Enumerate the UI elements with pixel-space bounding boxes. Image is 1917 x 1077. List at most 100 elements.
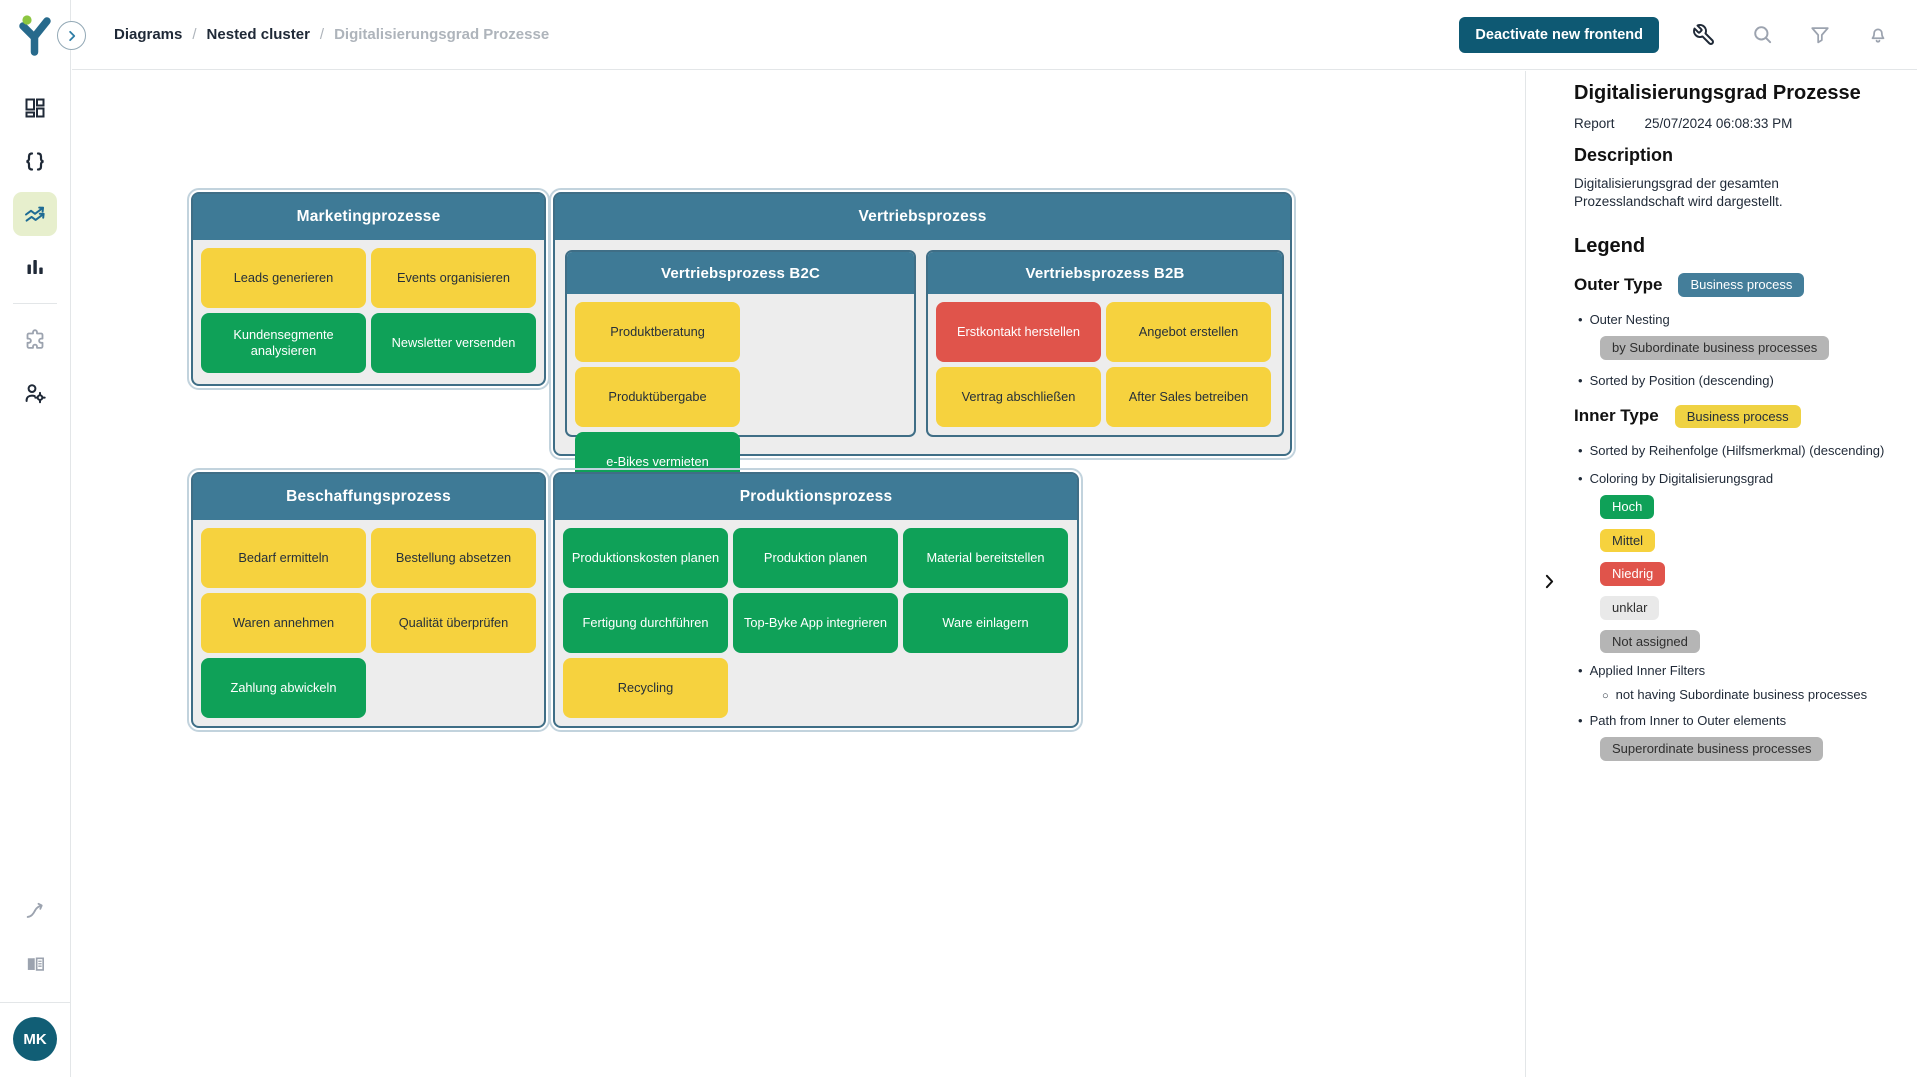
puzzle-icon: [26, 329, 44, 349]
coloring-bullet: Coloring by Digitalisierungsgrad: [1578, 471, 1899, 486]
breadcrumb-current: Digitalisierungsgrad Prozesse: [334, 26, 550, 43]
process-cell[interactable]: Vertrag abschließen: [936, 367, 1101, 427]
filter-button[interactable]: [1807, 22, 1833, 48]
cluster-beschaffungsprozess: Beschaffungsprozess Bedarf ermitteln Bes…: [187, 468, 550, 732]
process-cell[interactable]: Produktionskosten planen: [563, 528, 728, 588]
breadcrumb-nested-cluster[interactable]: Nested cluster: [206, 26, 310, 43]
app-logo-icon[interactable]: [12, 12, 58, 60]
filter-icon: [1811, 26, 1829, 43]
legend-pill-unklar: unklar: [1600, 596, 1660, 620]
search-icon: [1753, 26, 1771, 44]
cluster-produktionsprozess: Produktionsprozess Produktionskosten pla…: [549, 468, 1083, 732]
inner-type-label: Inner Type: [1574, 406, 1659, 426]
panel-collapse-button[interactable]: [1539, 86, 1560, 1077]
process-cell[interactable]: Leads generieren: [201, 248, 366, 308]
bar-chart-icon: [27, 260, 43, 274]
sidebar-item-plugins[interactable]: [13, 318, 57, 362]
process-cell[interactable]: Fertigung durchführen: [563, 593, 728, 653]
process-cell[interactable]: Produktion planen: [733, 528, 898, 588]
sidebar-collapse-button[interactable]: [57, 21, 86, 50]
cluster-title[interactable]: Vertriebsprozess B2B: [928, 252, 1282, 294]
breadcrumb-separator: /: [192, 26, 197, 43]
trend-lines-icon: [25, 206, 45, 222]
wrench-icon: [1693, 23, 1714, 45]
filters-bullet: Applied Inner Filters: [1578, 663, 1899, 678]
sidebar-divider: [0, 1002, 71, 1003]
deactivate-frontend-button[interactable]: Deactivate new frontend: [1459, 16, 1659, 53]
process-cell[interactable]: Produktberatung: [575, 302, 740, 362]
filters-sub-bullet: not having Subordinate business processe…: [1602, 687, 1899, 702]
cluster-marketingprozesse: Marketingprozesse Leads generieren Event…: [187, 188, 550, 390]
sidebar-item-docs[interactable]: [13, 942, 57, 986]
process-cell[interactable]: Waren annehmen: [201, 593, 366, 653]
top-bar: Diagrams / Nested cluster / Digitalisier…: [72, 0, 1917, 70]
process-cell[interactable]: Erstkontakt herstellen: [936, 302, 1101, 362]
bell-icon: [1871, 27, 1885, 43]
outer-nesting-bullet: Outer Nesting: [1578, 312, 1899, 327]
details-panel: Digitalisierungsgrad Prozesse Report 25/…: [1525, 71, 1917, 1077]
cluster-title[interactable]: Produktionsprozess: [555, 474, 1077, 520]
sidebar: MK: [0, 0, 71, 1077]
process-cell[interactable]: After Sales betreiben: [1106, 367, 1271, 427]
cluster-title[interactable]: Marketingprozesse: [193, 194, 544, 240]
avatar[interactable]: MK: [13, 1017, 57, 1061]
search-button[interactable]: [1749, 22, 1775, 48]
process-cell[interactable]: Produktübergabe: [575, 367, 740, 427]
dashboard-icon: [25, 98, 45, 118]
path-badge: Superordinate business processes: [1600, 737, 1824, 761]
cluster-vertriebsprozess: Vertriebsprozess Vertriebsprozess B2C Pr…: [549, 188, 1296, 492]
sidebar-item-dashboard[interactable]: [13, 86, 57, 130]
legend-pill-niedrig: Niedrig: [1600, 562, 1666, 586]
process-cell[interactable]: Angebot erstellen: [1106, 302, 1271, 362]
inner-sorted-bullet: Sorted by Reihenfolge (Hilfsmerkmal) (de…: [1578, 443, 1899, 458]
chevron-right-icon: [1545, 574, 1553, 589]
process-cell[interactable]: Material bereitstellen: [903, 528, 1068, 588]
outer-sorted-bullet: Sorted by Position (descending): [1578, 373, 1899, 388]
process-cell[interactable]: Qualität überprüfen: [371, 593, 536, 653]
process-cell[interactable]: Events organisieren: [371, 248, 536, 308]
sidebar-item-user-admin[interactable]: [13, 371, 57, 415]
sidebar-item-braces[interactable]: [13, 139, 57, 183]
outer-nesting-badge: by Subordinate business processes: [1600, 336, 1830, 360]
breadcrumb: Diagrams / Nested cluster / Digitalisier…: [114, 26, 549, 43]
book-icon: [27, 956, 44, 971]
legend-heading: Legend: [1574, 235, 1646, 258]
breadcrumb-separator: /: [319, 26, 325, 43]
cluster-title[interactable]: Vertriebsprozess B2C: [567, 252, 914, 294]
sidebar-item-charts[interactable]: [13, 245, 57, 289]
report-label: Report: [1574, 116, 1615, 131]
cluster-vertriebsprozess-b2b: Vertriebsprozess B2B Erstkontakt herstel…: [926, 250, 1284, 437]
user-settings-icon: [25, 384, 46, 404]
process-cell[interactable]: Ware einlagern: [903, 593, 1068, 653]
sidebar-item-diagrams[interactable]: [13, 192, 57, 236]
sidebar-item-branch[interactable]: [13, 889, 57, 933]
outer-type-badge: Business process: [1678, 273, 1805, 298]
inner-type-badge: Business process: [1674, 404, 1801, 429]
diagram-canvas[interactable]: Marketingprozesse Leads generieren Event…: [72, 71, 1525, 1077]
legend-pill-mittel: Mittel: [1600, 528, 1656, 553]
process-cell[interactable]: Top-Byke App integrieren: [733, 593, 898, 653]
legend-pill-not-assigned: Not assigned: [1600, 629, 1700, 654]
process-cell[interactable]: Bedarf ermitteln: [201, 528, 366, 588]
notifications-button[interactable]: [1865, 22, 1891, 48]
process-cell[interactable]: Zahlung abwickeln: [201, 658, 366, 718]
page-title: Digitalisierungsgrad Prozesse: [1574, 82, 1861, 104]
process-cell[interactable]: Recycling: [563, 658, 728, 718]
cluster-vertriebsprozess-b2c: Vertriebsprozess B2C Produktberatung Pro…: [565, 250, 916, 492]
process-cell[interactable]: Newsletter versenden: [371, 313, 536, 373]
admin-tools-button[interactable]: [1691, 22, 1717, 48]
legend-pill-hoch: Hoch: [1600, 495, 1655, 519]
chevron-right-icon: [68, 30, 75, 41]
path-bullet: Path from Inner to Outer elements: [1578, 713, 1899, 728]
report-date: 25/07/2024 06:08:33 PM: [1644, 116, 1793, 131]
outer-type-label: Outer Type: [1574, 275, 1663, 295]
description-text: Digitalisierungsgrad der gesamten Prozes…: [1574, 176, 1783, 210]
description-heading: Description: [1574, 145, 1674, 165]
branch-icon: [26, 902, 43, 918]
breadcrumb-diagrams[interactable]: Diagrams: [114, 26, 183, 43]
process-cell[interactable]: Kundensegmente analysieren: [201, 313, 366, 373]
cluster-title[interactable]: Vertriebsprozess: [555, 194, 1290, 240]
process-cell[interactable]: Bestellung absetzen: [371, 528, 536, 588]
cluster-title[interactable]: Beschaffungsprozess: [193, 474, 544, 520]
sidebar-divider: [13, 303, 57, 304]
